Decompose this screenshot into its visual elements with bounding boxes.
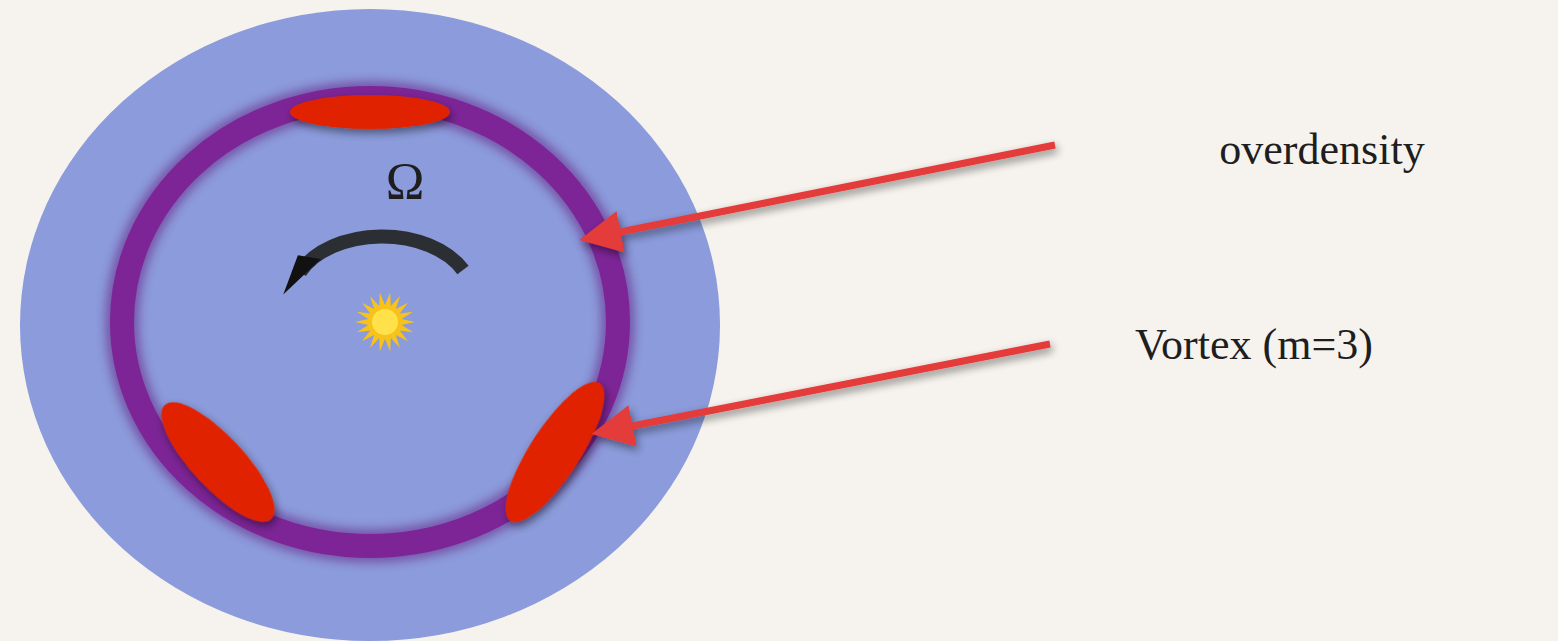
vortices [146, 95, 621, 537]
leader-arrow [612, 344, 1050, 430]
leader-arrows [600, 145, 1055, 430]
star-rays [355, 293, 415, 352]
vortex-label: Vortex (m=3) [1135, 323, 1373, 367]
omega-symbol: Ω [386, 156, 425, 208]
star-core [372, 309, 398, 335]
central-star [355, 293, 415, 352]
overdensity-label: overdensity [1219, 128, 1424, 172]
rotation-arc [300, 236, 463, 272]
leader-arrow [600, 145, 1055, 236]
vortex [290, 95, 450, 129]
rotation-arrowhead [278, 252, 325, 294]
vortex [146, 387, 290, 537]
disk [20, 9, 720, 641]
vortex [489, 370, 620, 535]
